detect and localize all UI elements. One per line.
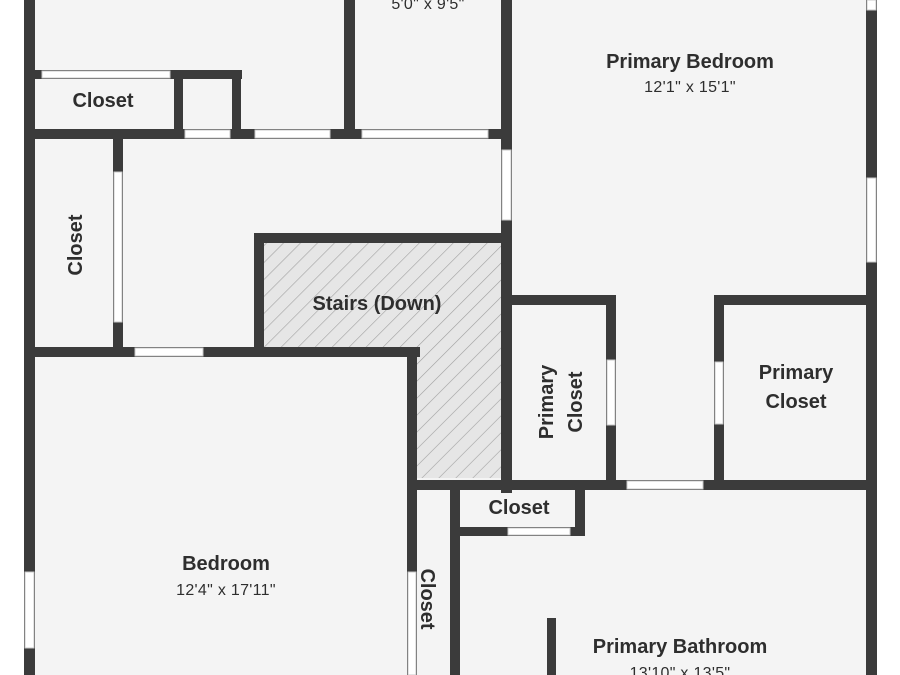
- primary-closet-vertical-line2: Closet: [565, 371, 587, 432]
- closet-middle-label: Closet: [488, 497, 549, 519]
- primary-closet-right-line2: Closet: [765, 391, 826, 413]
- openings: [24, 0, 877, 675]
- bath-top-dimensions: 5'0" x 9'5": [391, 0, 464, 13]
- closet-vertical-bottom-label: Closet: [416, 568, 438, 629]
- primary-closet-vertical-line1: Primary: [536, 364, 558, 439]
- closet-top-left-label: Closet: [72, 90, 133, 112]
- primary-bathroom-label: Primary Bathroom: [593, 636, 768, 658]
- closet-left-label: Closet: [65, 214, 87, 275]
- stairs-label: Stairs (Down): [313, 293, 442, 315]
- bedroom-label: Bedroom: [182, 553, 270, 575]
- primary-bathroom-dimensions: 13'10" x 13'5": [630, 665, 731, 675]
- stairs-area: [262, 240, 503, 478]
- bedroom-dimensions: 12'4" x 17'11": [176, 582, 276, 599]
- primary-closet-right-line1: Primary: [759, 362, 834, 384]
- primary-bedroom-label: Primary Bedroom: [606, 51, 774, 73]
- primary-bedroom-dimensions: 12'1" x 15'1": [644, 79, 736, 96]
